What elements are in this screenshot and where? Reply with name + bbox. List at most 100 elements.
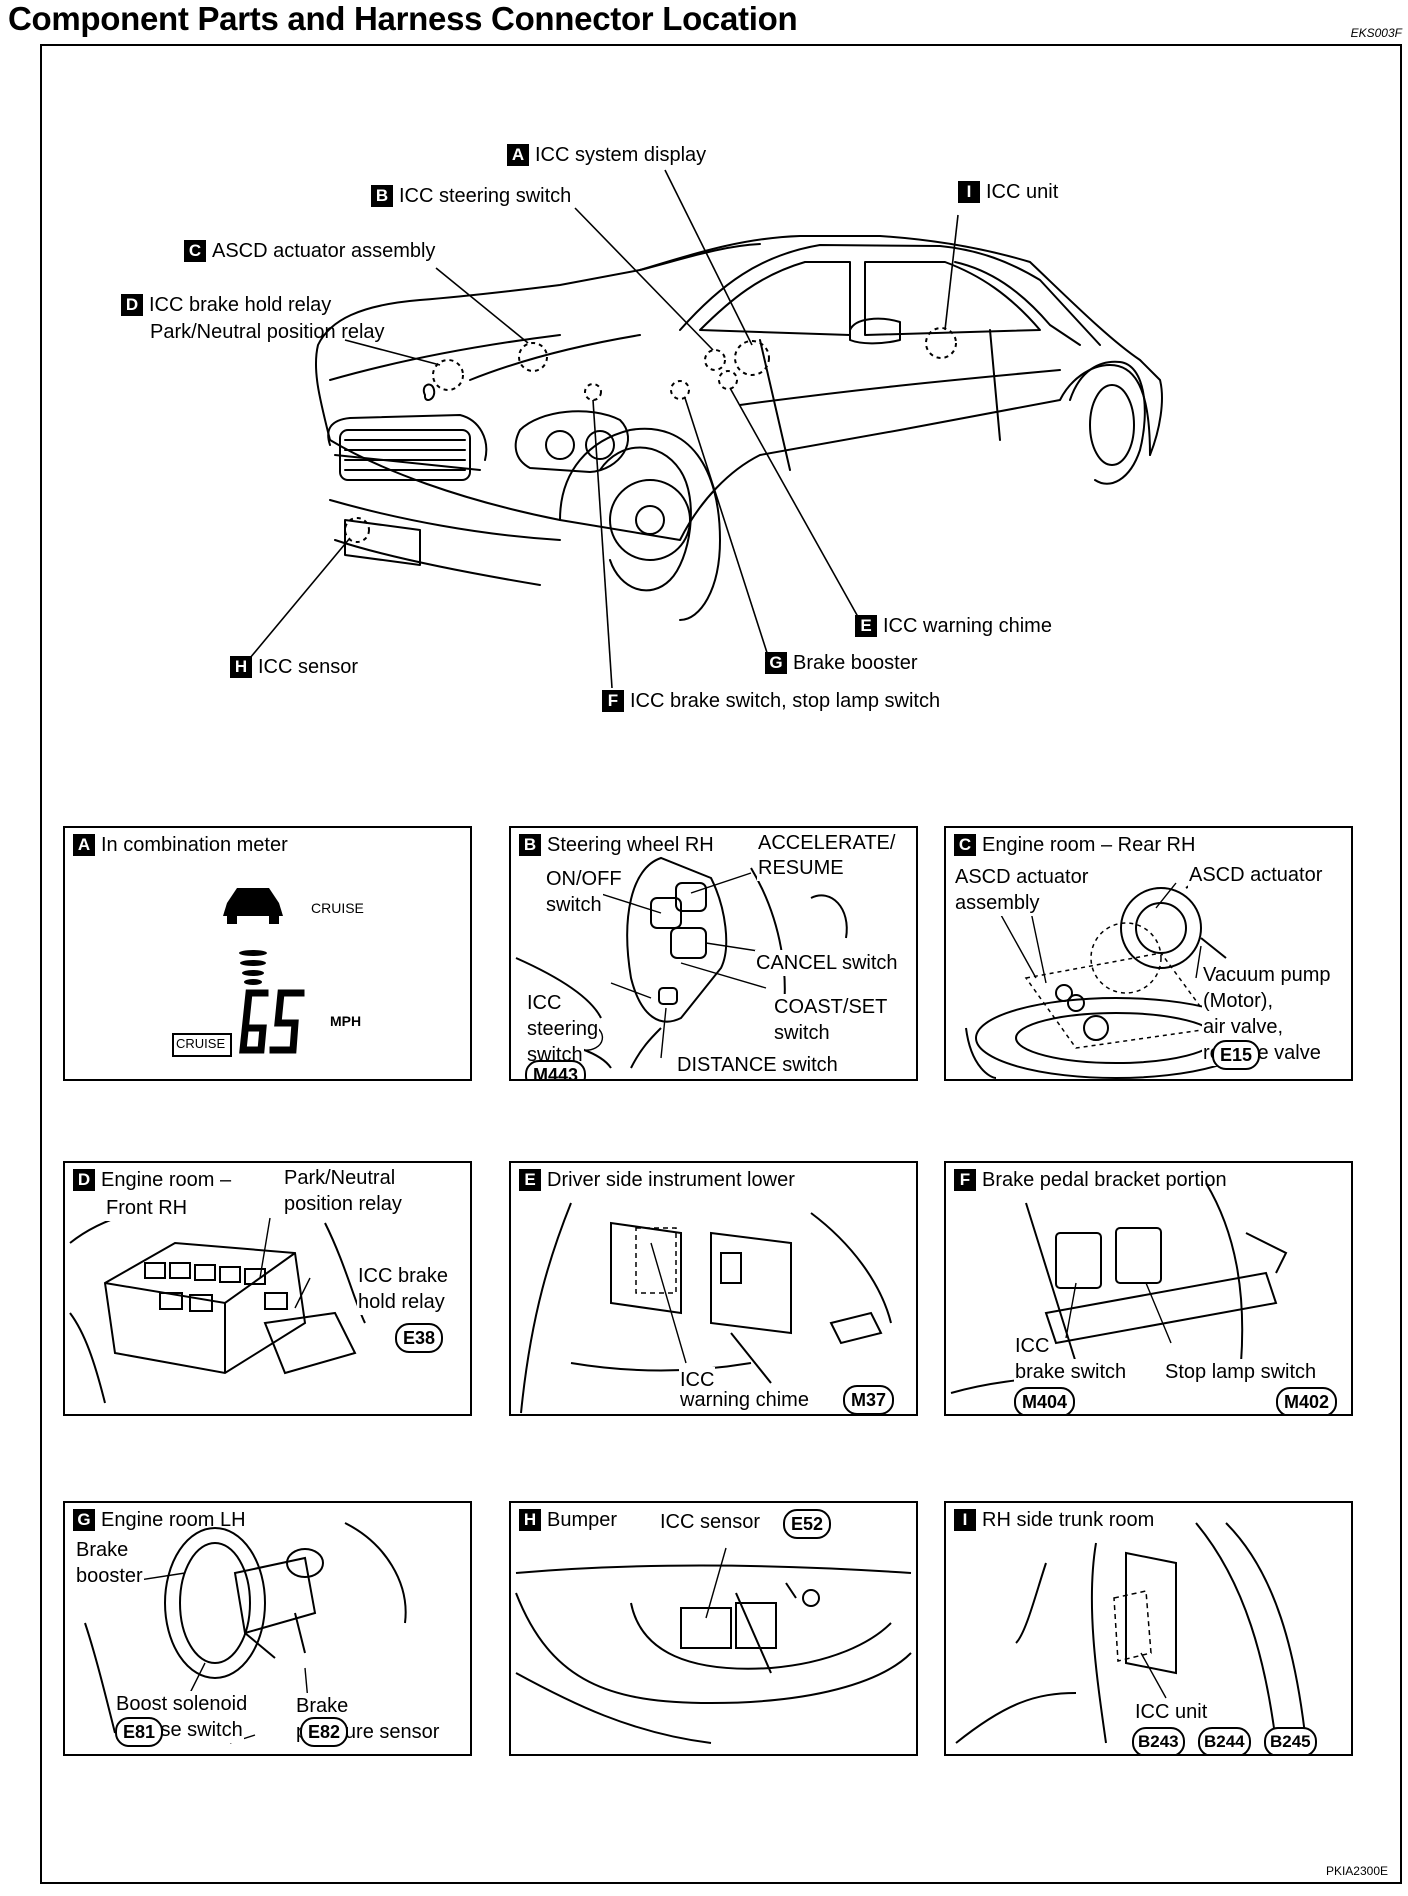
- panel-g-title-text: Engine room LH: [101, 1509, 246, 1531]
- connector-b244: B244: [1198, 1727, 1251, 1754]
- panel-i-title-text: RH side trunk room: [982, 1509, 1155, 1531]
- panel-d-title-text1: Engine room –: [101, 1169, 232, 1191]
- connector-e38: E38: [395, 1323, 444, 1353]
- panel-b-title-text: Steering wheel RH: [547, 834, 714, 856]
- panel-g-letter: G: [73, 1509, 95, 1531]
- panel-h-title: H Bumper: [519, 1509, 617, 1532]
- coast-set-switch-label: switch: [773, 1020, 831, 1046]
- onoff-switch-label: switch: [545, 892, 603, 918]
- position-relay-label: position relay: [283, 1191, 403, 1217]
- callout-d: D ICC brake hold relay: [121, 293, 331, 317]
- callout-letter-i: I: [958, 181, 980, 203]
- panel-h-title-text: Bumper: [547, 1509, 618, 1531]
- callout-letter-b: B: [371, 185, 393, 207]
- panel-e-title: E Driver side instrument lower: [519, 1169, 795, 1192]
- panel-c-title-text: Engine room – Rear RH: [982, 834, 1196, 856]
- icc-unit-label: ICC unit: [1134, 1699, 1209, 1725]
- panel-f-title-text: Brake pedal bracket portion: [982, 1169, 1227, 1191]
- callout-letter-d: D: [121, 294, 143, 316]
- diagram-frame: [40, 44, 1402, 1884]
- connector-b245: B245: [1264, 1727, 1317, 1754]
- icc-brake-switch-label2: brake switch: [1014, 1359, 1128, 1385]
- icc-brake-switch-label1: ICC: [1014, 1333, 1051, 1359]
- panel-f-letter: F: [954, 1169, 976, 1191]
- vacuum-pump-label: Vacuum pump: [1202, 962, 1332, 988]
- footer-code: PKIA2300E: [1325, 1864, 1388, 1878]
- panel-g-drawing: [84, 1522, 407, 1744]
- panel-c-title: C Engine room – Rear RH: [954, 834, 1195, 857]
- resume-label: RESUME: [757, 855, 845, 881]
- assembly-label: assembly: [954, 890, 1041, 916]
- panel-a-drawing: [172, 888, 305, 1057]
- page-title: Component Parts and Harness Connector Lo…: [8, 0, 798, 37]
- callout-text-f: ICC brake switch, stop lamp switch: [630, 690, 941, 712]
- icc-label: ICC: [526, 990, 563, 1016]
- connector-m402: M402: [1276, 1387, 1338, 1414]
- callout-f: F ICC brake switch, stop lamp switch: [602, 689, 940, 713]
- connector-b243: B243: [1132, 1727, 1185, 1754]
- callout-letter-e: E: [855, 615, 877, 637]
- callout-text-i: ICC unit: [986, 181, 1059, 203]
- panel-d-letter: D: [73, 1169, 95, 1191]
- panel-i-title: I RH side trunk room: [954, 1509, 1154, 1532]
- callout-e: E ICC warning chime: [855, 614, 1052, 638]
- panel-c: C Engine room – Rear RH ASCD actuator ass…: [944, 826, 1353, 1081]
- panel-e-title-text: Driver side instrument lower: [547, 1169, 795, 1191]
- panel-b-title: B Steering wheel RH: [519, 834, 714, 857]
- panel-i-drawing: [955, 1522, 1307, 1744]
- callout-text-c: ASCD actuator assembly: [212, 240, 436, 262]
- panel-f-drawing: [950, 1182, 1288, 1394]
- panel-a-title: A In combination meter: [73, 834, 288, 857]
- cruise-box-label: CRUISE: [176, 1036, 226, 1051]
- panel-c-letter: C: [954, 834, 976, 856]
- panel-b-drawing: [515, 856, 848, 1069]
- connector-m443: M443: [525, 1060, 587, 1079]
- park-neutral-label: Park/Neutral: [283, 1165, 397, 1191]
- icc-brake-label: ICC brake: [357, 1263, 450, 1289]
- callout-text-a: ICC system display: [535, 144, 707, 166]
- callout-text-d: ICC brake hold relay: [149, 294, 332, 316]
- panel-i: I RH side trunk room ICC unit B243 B244 B…: [944, 1501, 1353, 1756]
- connector-m404: M404: [1014, 1387, 1076, 1414]
- brake-booster-label1: Brake: [75, 1537, 130, 1563]
- panel-g-title: G Engine room LH: [73, 1509, 246, 1532]
- panel-h-letter: H: [519, 1509, 541, 1531]
- callout-d-line2: Park/Neutral position relay: [150, 321, 385, 343]
- ascd-actuator-label: ASCD actuator: [1188, 862, 1324, 888]
- panel-h-drawing: [515, 1547, 912, 1744]
- panel-f-title: F Brake pedal bracket portion: [954, 1169, 1227, 1192]
- stop-lamp-switch-label: Stop lamp switch: [1164, 1359, 1318, 1385]
- panel-a-letter: A: [73, 834, 95, 856]
- callout-letter-f: F: [602, 690, 624, 712]
- motor-label: (Motor),: [1202, 988, 1274, 1014]
- panel-b-letter: B: [519, 834, 541, 856]
- brake-booster-label2: booster: [75, 1563, 144, 1589]
- panel-c-drawing: [965, 866, 1257, 1079]
- connector-e81: E81: [115, 1717, 164, 1747]
- callout-text-e: ICC warning chime: [883, 615, 1052, 637]
- air-valve-label: air valve,: [1202, 1014, 1285, 1040]
- car-illustration: [249, 169, 1163, 689]
- connector-e15: E15: [1212, 1040, 1261, 1070]
- callout-letter-a: A: [507, 144, 529, 166]
- callout-text-g: Brake booster: [793, 652, 918, 674]
- panel-d-title: D Engine room –: [73, 1169, 231, 1192]
- ascd-asm-label: ASCD actuator: [954, 864, 1090, 890]
- panel-f: F Brake pedal bracket portion ICC brake s…: [944, 1161, 1353, 1416]
- panel-a-title-text: In combination meter: [101, 834, 288, 856]
- distance-switch-label: DISTANCE switch: [676, 1052, 839, 1078]
- panel-i-letter: I: [954, 1509, 976, 1531]
- panel-e-letter: E: [519, 1169, 541, 1191]
- connector-e52: E52: [783, 1509, 832, 1539]
- callout-i: I ICC unit: [958, 180, 1058, 204]
- connector-m37: M37: [843, 1385, 895, 1414]
- hold-relay-label: hold relay: [357, 1289, 446, 1315]
- steering-label: steering: [526, 1016, 600, 1042]
